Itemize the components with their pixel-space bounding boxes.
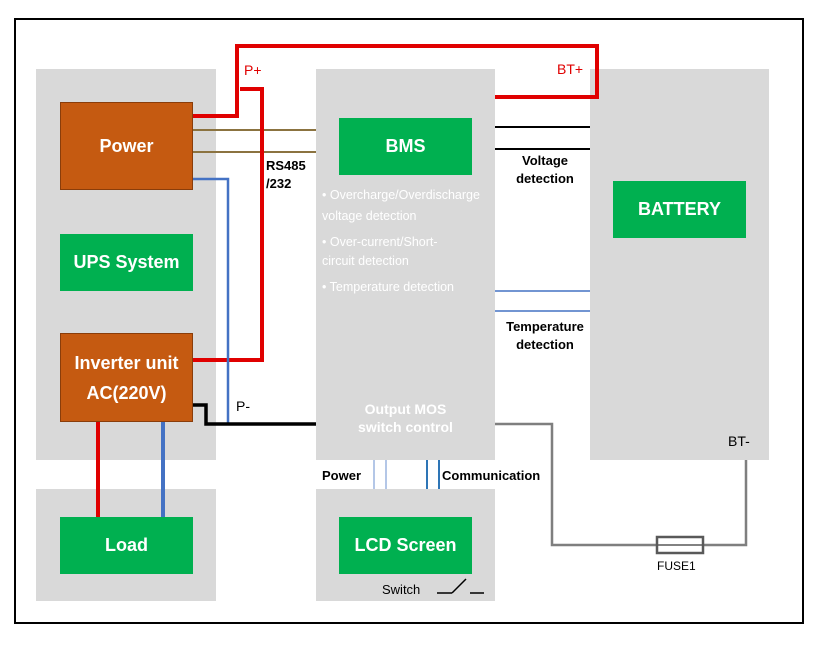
bt-minus-wire-2 [703,460,748,547]
inverter-block: Inverter unit AC(220V) [60,333,193,422]
battery-block: BATTERY [613,181,746,238]
output-mos-line-2: switch control [358,419,453,435]
bms-feature-2: • Over-current/Short- [322,235,438,249]
voltage-detection-label: Voltage detection [505,152,585,188]
communication-label: Communication [442,468,541,483]
bms-feature-1: • Overcharge/Overdischarge [322,188,480,202]
voltage-line-1: Voltage [522,153,568,168]
bms-feature-2b: circuit detection [322,254,409,268]
battery-panel [590,69,769,460]
p-minus-label: P- [236,398,250,414]
bt-plus-wire [193,44,599,118]
ups-system-block: UPS System [60,234,193,291]
power-blue-wire [193,177,230,424]
bt-minus-wire [495,422,657,547]
diagram-frame [14,18,804,624]
output-mos-line-1: Output MOS [364,401,447,417]
inverter-label-2: AC(220V) [86,382,167,403]
lcd-label: LCD Screen [354,535,457,555]
voltage-line-2: detection [516,171,574,186]
fuse-label: FUSE1 [657,559,696,573]
temp-line-1: Temperature [506,319,584,334]
load-label: Load [105,535,148,555]
lcd-screen-block: LCD Screen [339,517,472,574]
bt-plus-label: BT+ [557,61,584,77]
battery-label: BATTERY [638,199,721,219]
temp-line-2: detection [516,337,574,352]
load-block: Load [60,517,193,574]
rs485-line-2: /232 [266,176,292,191]
bt-minus-label: BT- [728,433,750,449]
switch-label: Switch [382,582,421,597]
output-mos-label: Output MOS switch control [316,400,495,436]
bms-block: BMS [339,118,472,175]
inverter-label-1: Inverter unit [74,352,179,373]
bms-feature-1b: voltage detection [322,209,417,223]
p-minus-wire [193,403,316,426]
ups-label: UPS System [73,252,180,272]
temperature-detection-label: Temperature detection [497,318,593,354]
switch-blade [451,578,467,594]
bms-feature-3: • Temperature detection [322,280,455,294]
bms-label: BMS [385,136,426,156]
lcd-power-label: Power [322,468,362,483]
rs485-line-1: RS485 [266,158,306,173]
power-block: Power [60,102,193,190]
power-label: Power [99,135,154,156]
p-plus-label: P+ [244,62,262,78]
rs485-label: RS485 /232 [266,157,306,193]
